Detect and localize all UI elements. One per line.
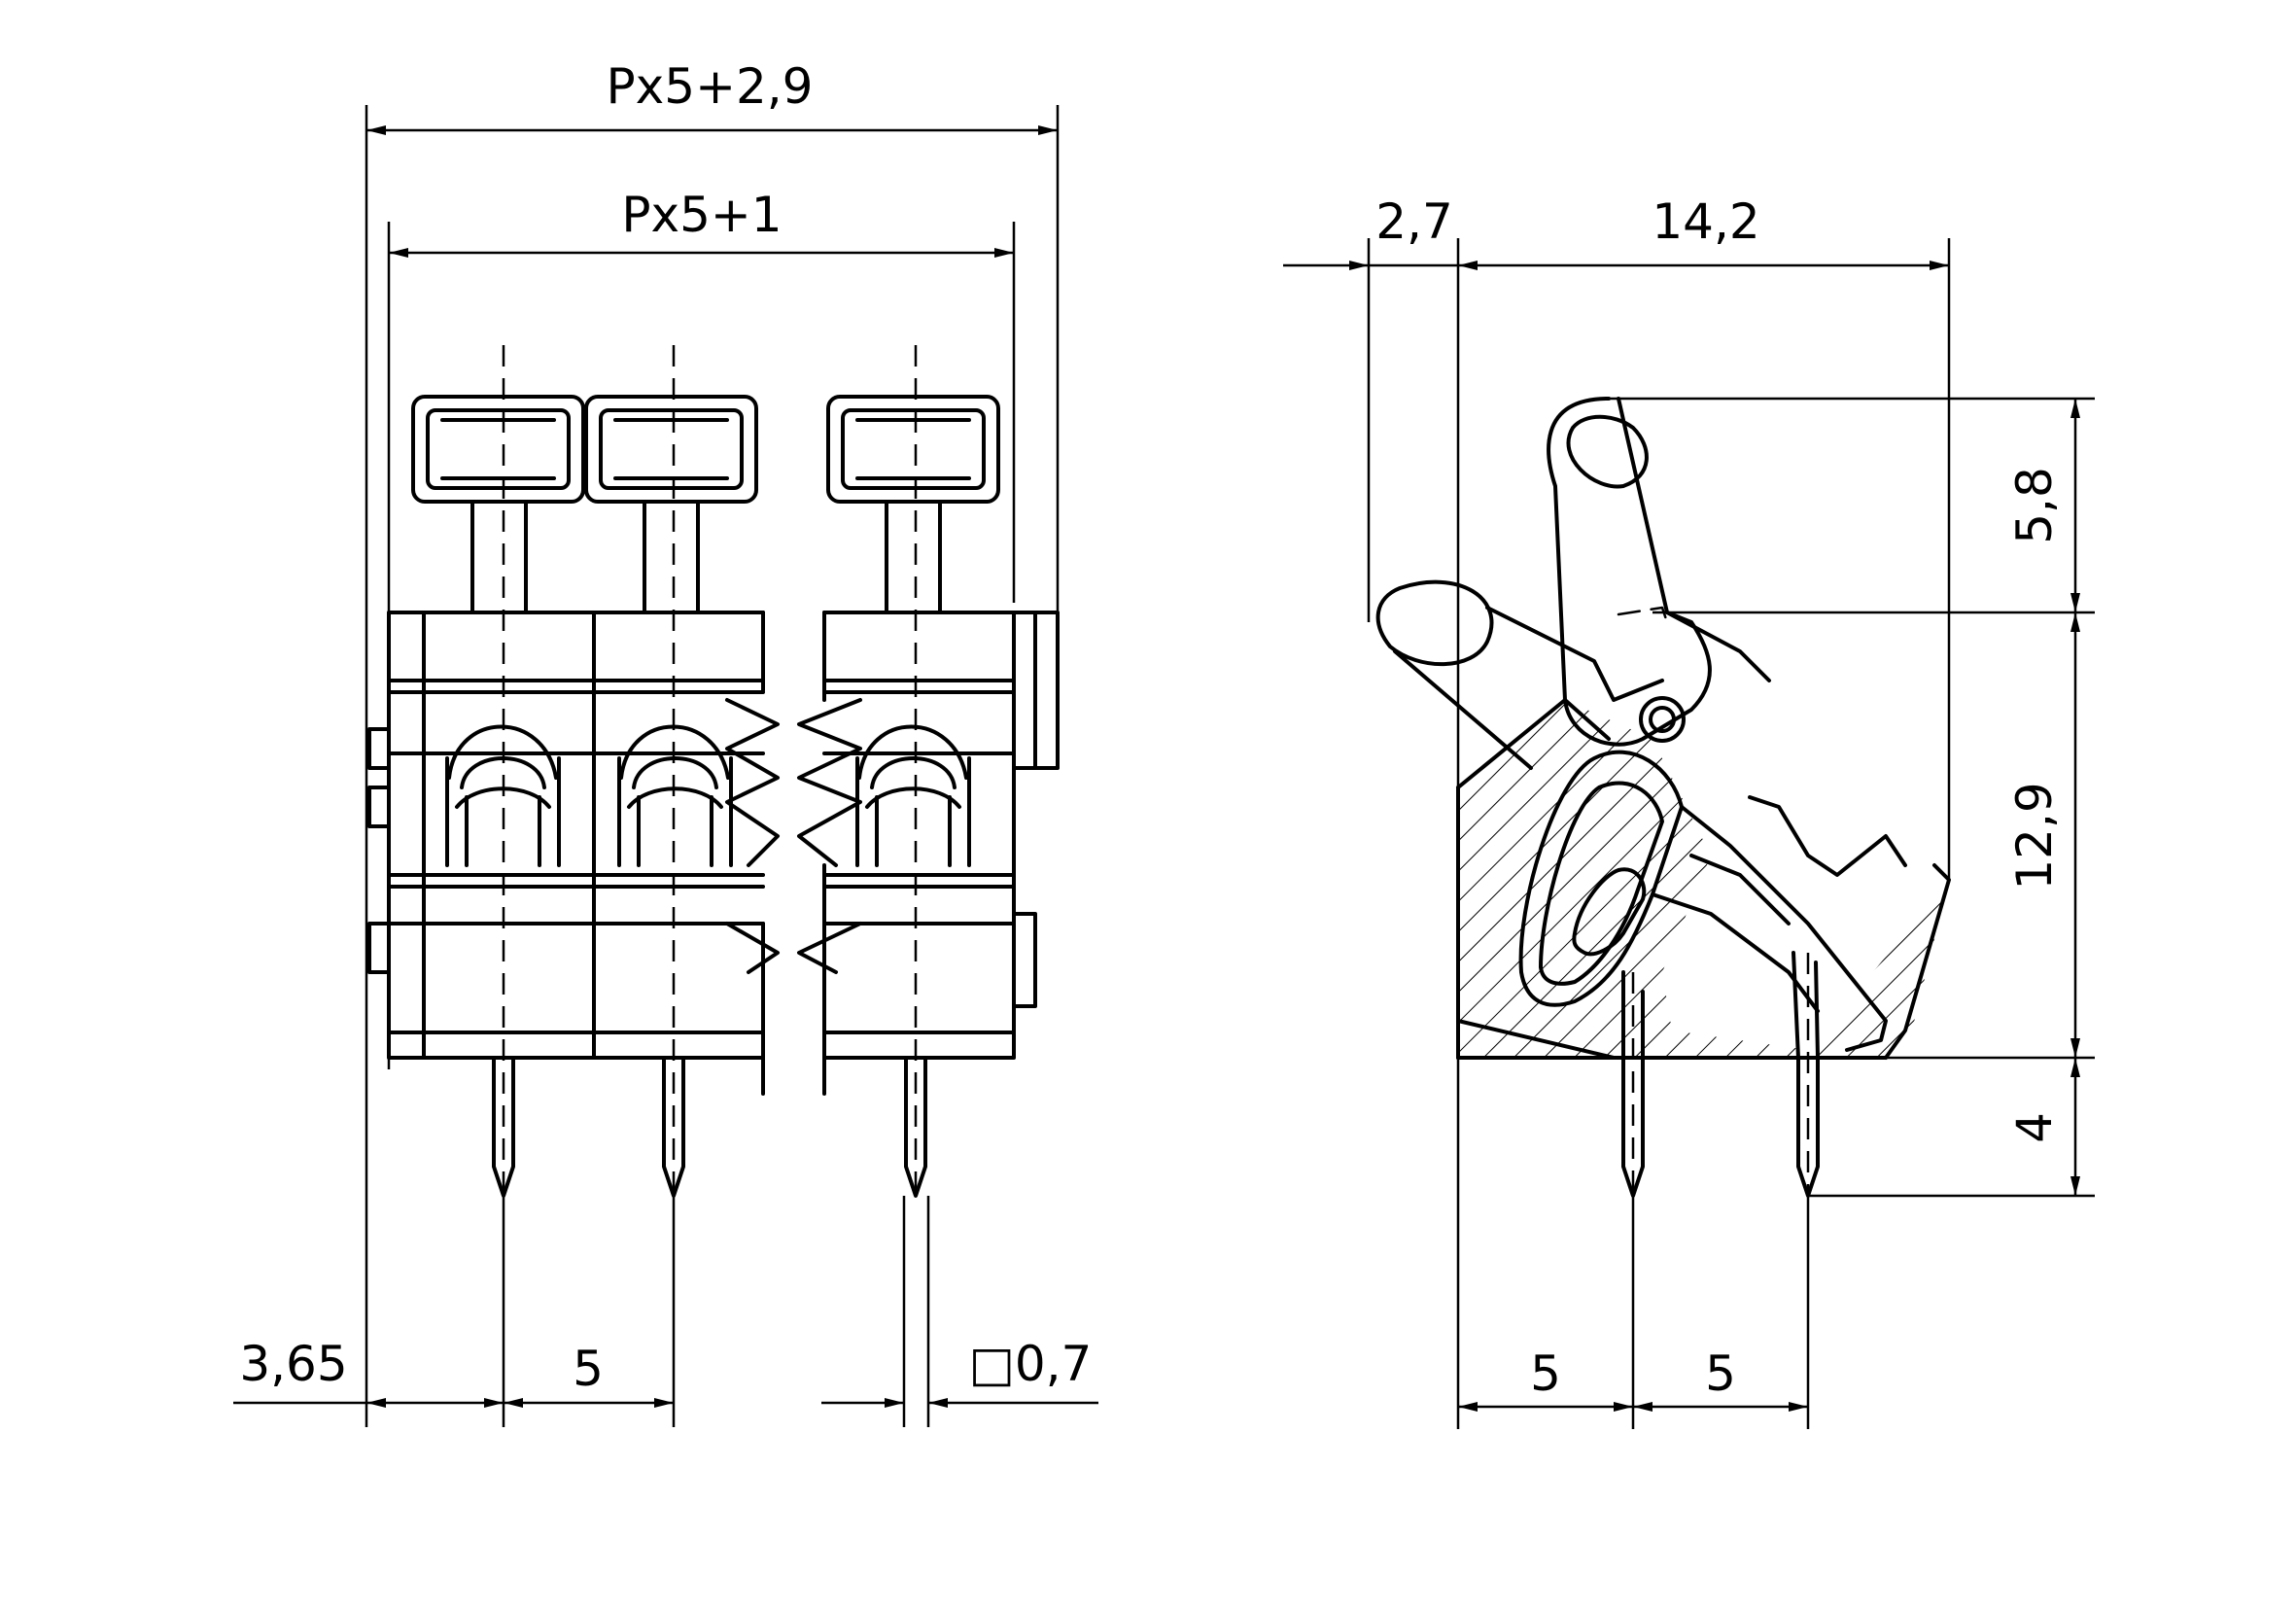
- dim-overall-width: Px5+2,9: [607, 58, 814, 115]
- push-button-3: [826, 395, 1000, 614]
- dim-pitch-side-1: 5: [1530, 1345, 1561, 1402]
- dim-inner-width: Px5+1: [621, 187, 782, 243]
- dim-depth: 14,2: [1652, 193, 1759, 250]
- dim-body-height: 12,9: [2006, 782, 2063, 890]
- front-view: Px5+2,9 Px5+1 3,65 5 □0,7: [233, 58, 1098, 1427]
- actuator-lever: [1547, 397, 1771, 747]
- side-housing-outline: [1456, 698, 1951, 1060]
- dim-pitch-front: 5: [573, 1341, 604, 1397]
- side-dimension-lines: [1283, 261, 2080, 1412]
- push-button-1: [411, 395, 585, 614]
- break-lines: [725, 698, 862, 974]
- lever-open-position: [1375, 579, 1669, 770]
- wire-entry-2: [617, 724, 733, 867]
- housing-left-segment: [367, 611, 765, 1096]
- dim-lever-height: 5,8: [2006, 467, 2063, 544]
- housing-section-hatch: [1458, 700, 1949, 1058]
- center-lines-front: [502, 345, 918, 1196]
- dim-back-offset: 2,7: [1375, 193, 1453, 250]
- side-view: 2,7 14,2 5,8 12,9 4 5 5: [1283, 193, 2095, 1429]
- dim-pin-length: 4: [2006, 1112, 2063, 1143]
- wire-entry-3: [855, 724, 971, 867]
- front-dimension-lines: [233, 125, 1098, 1408]
- front-extension-lines: [365, 105, 1060, 1427]
- dim-pin-size: □0,7: [969, 1336, 1093, 1392]
- spring-clamp: [1518, 750, 1907, 1052]
- push-button-2: [584, 395, 758, 614]
- pins-front: [492, 1056, 927, 1198]
- dim-pitch-side-2: 5: [1705, 1345, 1736, 1402]
- center-lines-side: [1631, 953, 1810, 1196]
- dim-edge-offset: 3,65: [239, 1336, 347, 1392]
